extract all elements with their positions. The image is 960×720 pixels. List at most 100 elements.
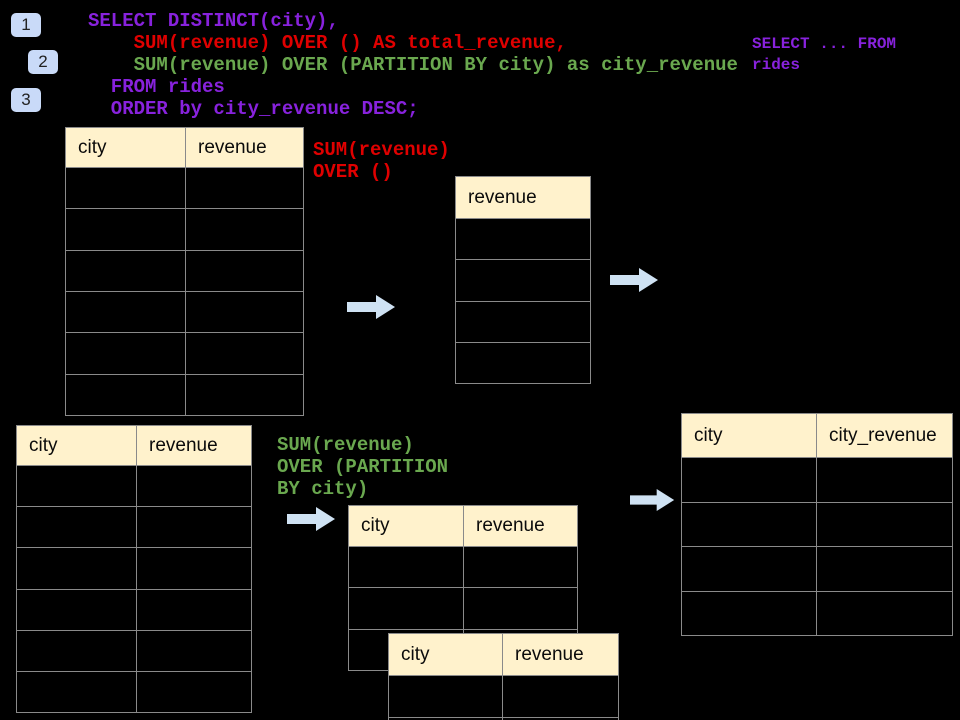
table-row bbox=[388, 675, 619, 718]
empty-cell bbox=[16, 464, 137, 508]
step-badge-1: 1 bbox=[11, 13, 41, 37]
column-header: revenue bbox=[463, 505, 578, 547]
table-row bbox=[65, 373, 304, 416]
empty-cell bbox=[16, 670, 137, 714]
table-row bbox=[348, 587, 578, 630]
empty-cell bbox=[136, 670, 252, 714]
table-row bbox=[681, 590, 953, 636]
code-line: rides bbox=[752, 56, 801, 74]
empty-cell bbox=[816, 590, 953, 636]
table-row bbox=[16, 464, 252, 508]
empty-cell bbox=[65, 373, 186, 416]
code-line: SELECT DISTINCT(city), bbox=[88, 10, 339, 32]
empty-cell bbox=[455, 341, 591, 385]
empty-cell bbox=[136, 506, 252, 549]
empty-cell bbox=[681, 457, 817, 503]
table-row bbox=[681, 546, 953, 592]
empty-cell bbox=[388, 675, 503, 718]
table-row bbox=[348, 545, 578, 589]
table-row bbox=[65, 290, 304, 334]
empty-cell bbox=[463, 545, 578, 589]
table-row bbox=[16, 506, 252, 549]
column-header: city_revenue bbox=[816, 413, 953, 458]
code-line: OVER () bbox=[313, 161, 393, 183]
empty-cell bbox=[455, 217, 591, 261]
empty-cell bbox=[136, 464, 252, 508]
table-row bbox=[16, 547, 252, 590]
empty-cell bbox=[16, 588, 137, 631]
table-row bbox=[65, 208, 304, 251]
empty-cell bbox=[816, 546, 953, 592]
column-header: city bbox=[388, 633, 503, 676]
arrow-right-icon bbox=[347, 292, 397, 322]
empty-cell bbox=[681, 501, 817, 547]
empty-cell bbox=[502, 717, 619, 720]
empty-cell bbox=[136, 629, 252, 672]
empty-cell bbox=[65, 166, 186, 210]
empty-cell bbox=[16, 547, 137, 590]
table-row bbox=[455, 300, 591, 343]
table-row bbox=[65, 166, 304, 210]
code-line: SUM(revenue) bbox=[313, 139, 450, 161]
code-line: SUM(revenue) bbox=[277, 434, 414, 456]
arrow-right-icon bbox=[630, 485, 676, 515]
column-header: city bbox=[681, 413, 817, 458]
empty-cell bbox=[185, 166, 304, 210]
empty-cell bbox=[185, 249, 304, 292]
empty-cell bbox=[681, 546, 817, 592]
arrow-right-icon bbox=[610, 265, 660, 295]
empty-cell bbox=[816, 457, 953, 503]
code-line: OVER (PARTITION bbox=[277, 456, 449, 478]
table-row bbox=[65, 332, 304, 375]
code-line: ORDER by city_revenue DESC; bbox=[88, 98, 419, 120]
empty-cell bbox=[455, 300, 591, 343]
empty-cell bbox=[816, 501, 953, 547]
step-badge-2: 2 bbox=[28, 50, 58, 74]
table-row bbox=[681, 501, 953, 547]
column-header: city bbox=[348, 505, 464, 547]
empty-cell bbox=[681, 590, 817, 636]
empty-cell bbox=[65, 208, 186, 251]
total-revenue-label: SUM(revenue)OVER () bbox=[313, 139, 450, 183]
empty-cell bbox=[463, 587, 578, 630]
empty-cell bbox=[136, 588, 252, 631]
empty-cell bbox=[185, 373, 304, 416]
code-line: SELECT ... FROM bbox=[752, 35, 897, 53]
step-badge-3: 3 bbox=[11, 88, 41, 112]
header-row: revenue bbox=[455, 176, 591, 219]
table-row bbox=[16, 629, 252, 672]
empty-cell bbox=[348, 545, 464, 589]
column-header: revenue bbox=[185, 127, 304, 168]
empty-cell bbox=[136, 547, 252, 590]
sql-sidenote-code: SELECT ... FROM rides bbox=[752, 34, 896, 76]
empty-cell bbox=[65, 290, 186, 334]
column-header: revenue bbox=[502, 633, 619, 676]
empty-cell bbox=[185, 208, 304, 251]
empty-cell bbox=[455, 259, 591, 302]
empty-cell bbox=[65, 249, 186, 292]
table-row bbox=[681, 457, 953, 503]
sql-query-code: SELECT DISTINCT(city), SUM(revenue) OVER… bbox=[88, 10, 738, 120]
empty-cell bbox=[348, 587, 464, 630]
code-line: SUM(revenue) OVER (PARTITION BY city) as… bbox=[88, 54, 738, 76]
arrow-right-icon bbox=[287, 504, 337, 534]
column-header: city bbox=[16, 425, 137, 466]
column-header: revenue bbox=[136, 425, 252, 466]
code-line: SUM(revenue) OVER () AS total_revenue, bbox=[88, 32, 567, 54]
table-row bbox=[455, 341, 591, 385]
code-line: FROM rides bbox=[88, 76, 225, 98]
empty-cell bbox=[185, 290, 304, 334]
code-line: BY city) bbox=[277, 478, 369, 500]
empty-cell bbox=[16, 506, 137, 549]
table-row bbox=[388, 717, 619, 720]
column-header: revenue bbox=[455, 176, 591, 219]
